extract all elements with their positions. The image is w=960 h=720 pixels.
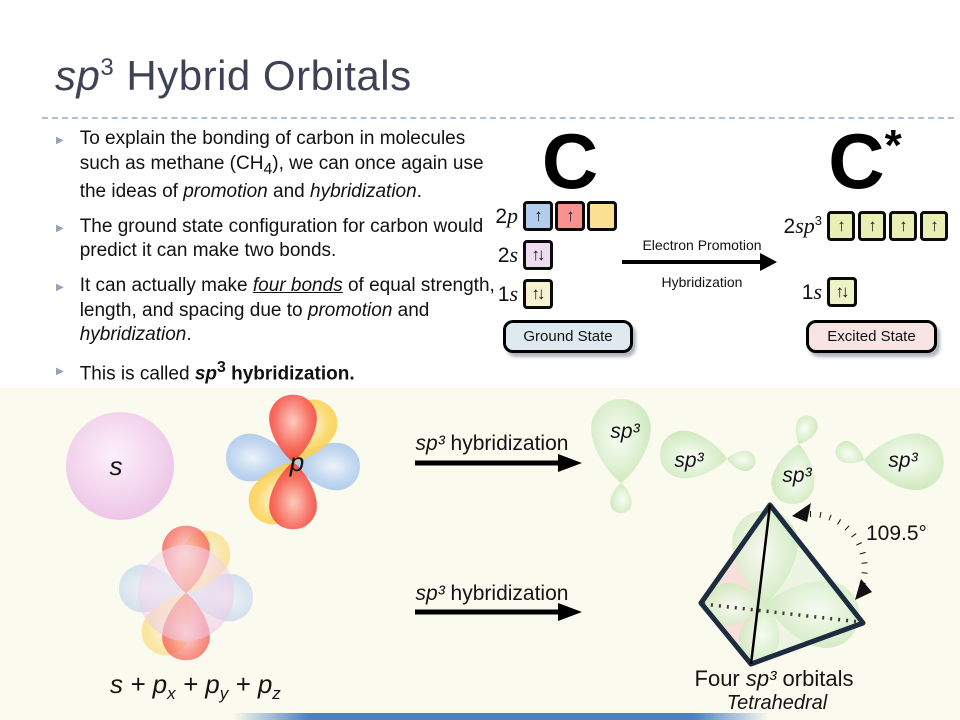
arrow-head-icon (558, 454, 582, 472)
promotion-arrow-head-icon (760, 253, 777, 271)
ground-carbon-symbol: C (541, 117, 599, 205)
electron-box: ↑↓ (827, 277, 857, 307)
four-sp3-caption: Four sp³ orbitals (695, 666, 854, 691)
title-sp: sp (55, 52, 101, 99)
svg-text:sp³ hybridization: sp³ hybridization (416, 432, 569, 455)
title-rest: Hybrid Orbitals (114, 52, 412, 99)
excited-row-1s: 1s ↑↓ (768, 277, 859, 307)
electron-box (587, 201, 617, 231)
electron-promotion-label: Electron Promotion (642, 237, 762, 253)
electron-box: ↑↓ (523, 240, 553, 270)
sp3-orbital-1: sp³ (591, 399, 651, 514)
bullet-text: The ground state configuration for carbo… (79, 215, 484, 262)
excited-state-badge: Excited State (806, 320, 937, 353)
bullet-text: This is called sp3 hybridization. (79, 359, 355, 385)
orbital-label-1s: 1s (497, 281, 518, 306)
electron-box: ↑ (920, 211, 948, 241)
title-sup3: 3 (100, 54, 115, 81)
sp3-label: sp³ (782, 464, 812, 487)
title-divider (42, 117, 954, 119)
orbital-sum-formula: s + px + py + pz (110, 669, 281, 703)
bullet-arrow-icon: ▶ (56, 135, 64, 146)
orbital-label-2s: 2s (497, 242, 518, 267)
bullet-list: ▶ To explain the bonding of carbon in mol… (48, 127, 496, 397)
ground-state-badge: Ground State (503, 320, 633, 353)
s-orbital-label: s (110, 451, 123, 481)
orbital-label-2sp3: 2sp3 (783, 213, 822, 238)
electron-box: ↑ (555, 201, 585, 231)
bullet-item: ▶ It can actually make four bonds of equa… (48, 274, 496, 348)
tetrahedron (698, 502, 866, 667)
sp3-label: sp³ (610, 420, 640, 443)
sp3-label: sp³ (674, 449, 704, 472)
tetrahedral-caption: Tetrahedral (727, 692, 828, 714)
bullet-arrow-icon: ▶ (56, 282, 64, 294)
bullet-text: To explain the bonding of carbon in mole… (79, 128, 484, 203)
angle-arc (792, 503, 872, 600)
electron-box: ↑↓ (523, 279, 553, 309)
page-title: sp3 Hybrid Orbitals (55, 52, 412, 100)
electron-box: ↑ (858, 211, 886, 241)
excited-star: * (884, 121, 902, 170)
bullet-arrow-icon: ▶ (56, 222, 64, 234)
bullet-item: ▶ To explain the bonding of carbon in mol… (48, 127, 496, 205)
promotion-arrow-line (622, 260, 762, 264)
ground-row-2s: 2s ↑↓ (478, 240, 555, 270)
sp3-orbital-2: sp³ (657, 428, 757, 483)
arc-arrow-head-icon (855, 579, 872, 600)
bullet-arrow-icon: ▶ (56, 366, 64, 378)
excited-carbon-symbol: C* (828, 117, 902, 205)
svg-text:sp³ hybridization: sp³ hybridization (416, 582, 569, 605)
electron-box: ↑ (523, 201, 553, 231)
angle-label: 109.5° (866, 522, 927, 545)
electron-box: ↑ (827, 211, 855, 241)
orbital-illustration: s p s + px + py + pz (66, 391, 945, 714)
hybridization-arrow-bottom: sp³ hybridization (415, 582, 582, 621)
arrow-head-icon (558, 603, 582, 621)
s-orbital-sphere (66, 412, 174, 520)
electron-box: ↑ (889, 211, 917, 241)
orbital-label-2p: 2p (495, 203, 518, 228)
sp3-label: sp³ (888, 449, 918, 472)
p-orbital-label: p (289, 447, 304, 477)
hybridization-label: Hybridization (661, 274, 743, 290)
ground-row-1s: 1s ↑↓ (478, 279, 555, 309)
sp3-orbital-4: sp³ (832, 431, 945, 492)
orbital-label-1s-excited: 1s (801, 279, 822, 304)
tetra-front-edge (749, 504, 772, 665)
arc-arrow-head-icon (792, 503, 811, 522)
hybridization-arrow-top: sp³ hybridization (415, 432, 582, 472)
excited-row-2sp3: 2sp3 ↑ ↑ ↑ ↑ (768, 211, 951, 241)
sp3-orbital-3: sp³ (768, 412, 822, 508)
ground-row-2p: 2p ↑ ↑ (478, 201, 619, 231)
bottom-accent-bar (233, 713, 769, 720)
bullet-text: It can actually make four bonds of equal… (79, 275, 495, 346)
bullet-item: ▶ This is called sp3 hybridization. (48, 358, 496, 387)
bullet-item: ▶ The ground state configuration for carb… (48, 215, 496, 264)
combined-orbital-cluster (116, 522, 256, 664)
